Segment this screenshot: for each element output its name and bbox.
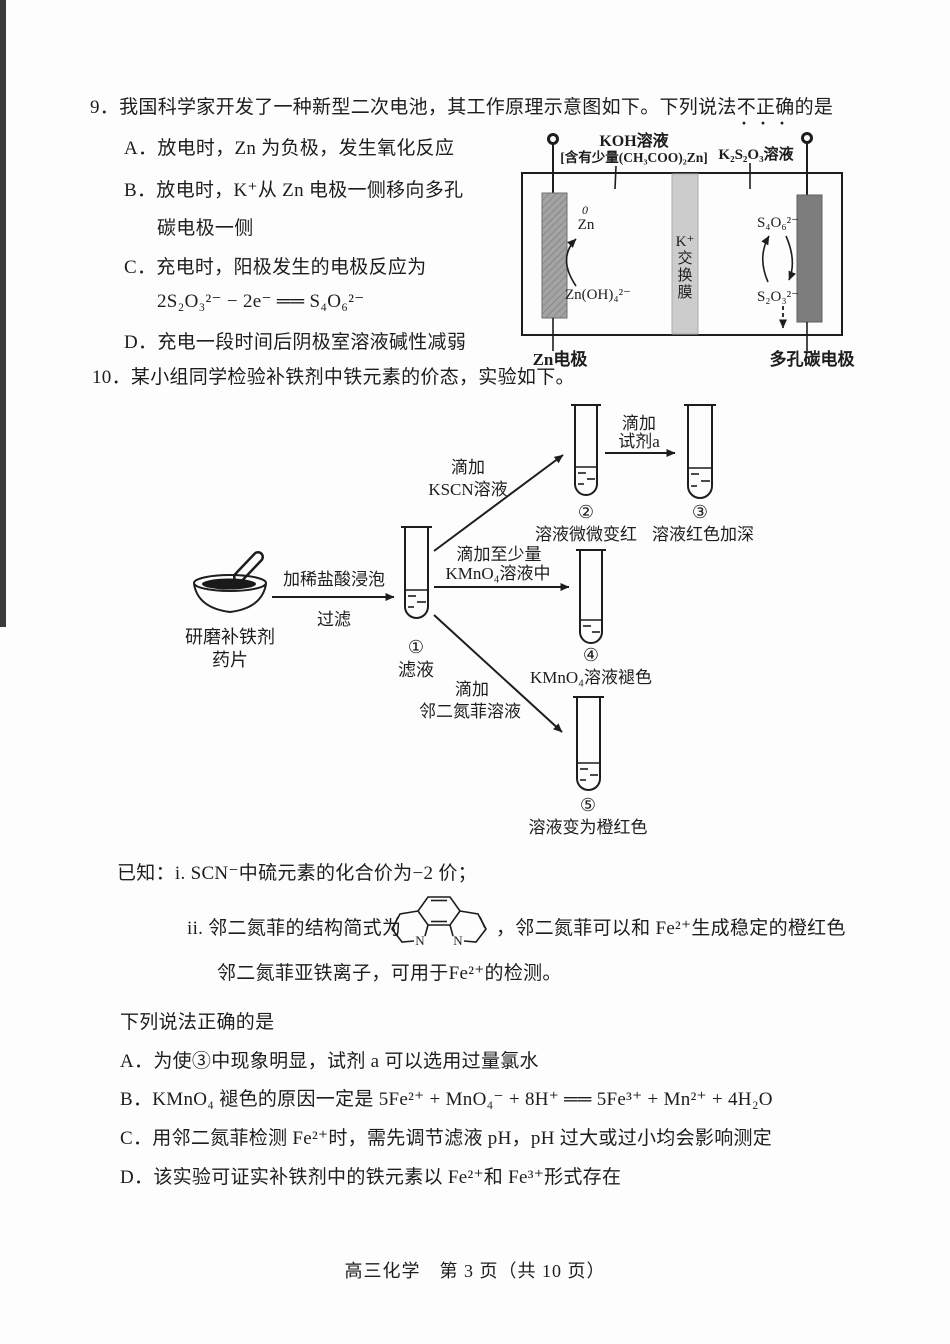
n-atom-left: N bbox=[415, 933, 425, 948]
s4o6-species: S₄O₆²⁻ bbox=[757, 215, 799, 231]
q10-option-d: D．该实验可证实补铁剂中的铁元素以 Fe²⁺和 Fe³⁺形式存在 bbox=[120, 1167, 622, 1188]
koh-label: KOH溶液 bbox=[599, 131, 669, 150]
zincate-species: Zn(OH)₄²⁻ bbox=[565, 287, 631, 303]
membrane-char-1: K⁺ bbox=[676, 234, 695, 250]
tube3-label: 溶液红色加深 bbox=[652, 525, 754, 544]
test-tube-4 bbox=[576, 549, 606, 644]
zn-species: Zn bbox=[578, 217, 595, 233]
q10-option-b: B．KMnO₄ 褪色的原因一定是 5Fe²⁺ + MnO₄⁻ + 8H⁺ ══ … bbox=[120, 1089, 773, 1110]
step2-label-1: 滴加 bbox=[451, 458, 485, 477]
test-tube-5 bbox=[573, 696, 604, 791]
q9-option-c-equation: 2S₂O₃²⁻ − 2e⁻ ══ S₄O₆²⁻ bbox=[157, 291, 365, 312]
membrane-char-4: 膜 bbox=[677, 284, 692, 301]
membrane-char-2: 交 bbox=[677, 249, 692, 267]
phenanthroline-structure: N N bbox=[391, 896, 487, 948]
zn-electrode bbox=[541, 192, 568, 319]
test-tube-1 bbox=[401, 526, 432, 619]
zincate-to-zn-arrow bbox=[565, 238, 577, 287]
tube1-number: ① bbox=[408, 637, 424, 657]
mortar-label-2: 药片 bbox=[212, 650, 248, 670]
step1-label-bottom: 过滤 bbox=[317, 610, 351, 629]
q9-option-a: A．放电时，Zn 为负极，发生氧化反应 bbox=[124, 138, 455, 159]
carbon-electrode-label: 多孔碳电极 bbox=[770, 349, 855, 369]
q10-option-a: A．为使③中现象明显，试剂 a 可以选用过量氯水 bbox=[120, 1051, 539, 1072]
experiment-flowchart: 研磨补铁剂 药片 加稀盐酸浸泡 过滤 ① 滤液 滴加 KSCN溶液 bbox=[185, 404, 754, 837]
step2-arrow bbox=[433, 454, 564, 552]
membrane-char-3: 换 bbox=[677, 267, 692, 284]
zn-oxidation-state: 0 bbox=[582, 203, 588, 217]
test-tube-2 bbox=[571, 404, 601, 496]
q9-option-b-line2: 碳电极一侧 bbox=[157, 218, 254, 239]
battery-container bbox=[521, 172, 843, 336]
step1-label-top: 加稀盐酸浸泡 bbox=[283, 570, 385, 589]
step4-label-2: KMnO₄溶液中 bbox=[445, 564, 550, 583]
step4-label-1: 滴加至少量 bbox=[457, 545, 542, 564]
q10-prompt: 下列说法正确的是 bbox=[120, 1012, 275, 1033]
known-ii-cont: 邻二氮菲亚铁离子，可用于Fe²⁺的检测。 bbox=[217, 963, 562, 984]
tube1-label: 滤液 bbox=[398, 660, 434, 680]
step5-arrow bbox=[433, 614, 563, 733]
n-atom-right: N bbox=[453, 933, 463, 948]
battery-diagram: K⁺ 交 换 膜 KOH溶液 [含有少量(CH₃COO)₂Zn] K₂S₂O₃溶… bbox=[521, 131, 855, 369]
q9-option-b-line1: B．放电时，K⁺从 Zn 电极一侧移向多孔 bbox=[124, 180, 464, 201]
mortar-label-1: 研磨补铁剂 bbox=[185, 627, 275, 647]
step3-label-1: 滴加 bbox=[622, 414, 656, 433]
tube2-label: 溶液微微变红 bbox=[535, 525, 637, 544]
q10-stem: 10．某小组同学检验补铁剂中铁元素的价态，实验如下。 bbox=[92, 367, 575, 388]
q9-option-d: D．充电一段时间后阴极室溶液碱性减弱 bbox=[124, 332, 467, 353]
tube4-label: KMnO₄溶液褪色 bbox=[530, 668, 652, 687]
tube5-number: ⑤ bbox=[580, 795, 596, 815]
left-terminal-icon bbox=[547, 133, 559, 145]
known-ii-pre: ii. 邻二氮菲的结构简式为 bbox=[187, 918, 402, 939]
carbon-electrode bbox=[796, 194, 823, 323]
known-i: 已知：i. SCN⁻中硫元素的化合价为−2 价； bbox=[117, 863, 477, 884]
k-exchange-membrane bbox=[671, 173, 699, 335]
s2o3-species: S₂O₃²⁻ bbox=[757, 289, 799, 305]
test-tube-3 bbox=[684, 404, 716, 499]
mortar-pestle-icon bbox=[193, 551, 267, 614]
q9-stem: 9．我国科学家开发了一种新型二次电池，其工作原理示意图如下。下列说法不正确的是 bbox=[90, 97, 834, 118]
tube3-number: ③ bbox=[692, 502, 708, 522]
step3-label-2: 试剂a bbox=[618, 432, 660, 451]
zinc-acetate-label: [含有少量(CH₃COO)₂Zn] bbox=[560, 149, 708, 165]
q10-option-c: C．用邻二氮菲检测 Fe²⁺时，需先调节滤液 pH，pH 过大或过小均会影响测定 bbox=[120, 1128, 773, 1149]
q9-emphasis-dots: ··· bbox=[741, 113, 799, 133]
left-electrolyte-pointer bbox=[614, 165, 617, 190]
tube4-number: ④ bbox=[583, 645, 599, 665]
s4o6-to-s2o3-arrow bbox=[785, 235, 796, 281]
zn-electrode-label: Zn电极 bbox=[533, 349, 588, 369]
step5-label-2: 邻二氮菲溶液 bbox=[419, 702, 521, 721]
k2s2o3-label: K₂S₂O₃溶液 bbox=[718, 145, 794, 163]
step2-label-2: KSCN溶液 bbox=[428, 480, 507, 499]
tube5-label: 溶液变为橙红色 bbox=[529, 818, 648, 837]
page-footer: 高三化学 第 3 页（共 10 页） bbox=[344, 1261, 606, 1281]
s2o3-to-s4o6-arrow bbox=[761, 235, 770, 283]
tube2-number: ② bbox=[578, 502, 594, 522]
right-terminal-icon bbox=[801, 132, 813, 144]
scan-artifact-bar bbox=[0, 0, 6, 627]
step5-label-1: 滴加 bbox=[455, 680, 489, 699]
known-ii-post: ，邻二氮菲可以和 Fe²⁺生成稳定的橙红色 bbox=[496, 918, 846, 939]
q9-option-c: C．充电时，阳极发生的电极反应为 bbox=[124, 257, 427, 278]
